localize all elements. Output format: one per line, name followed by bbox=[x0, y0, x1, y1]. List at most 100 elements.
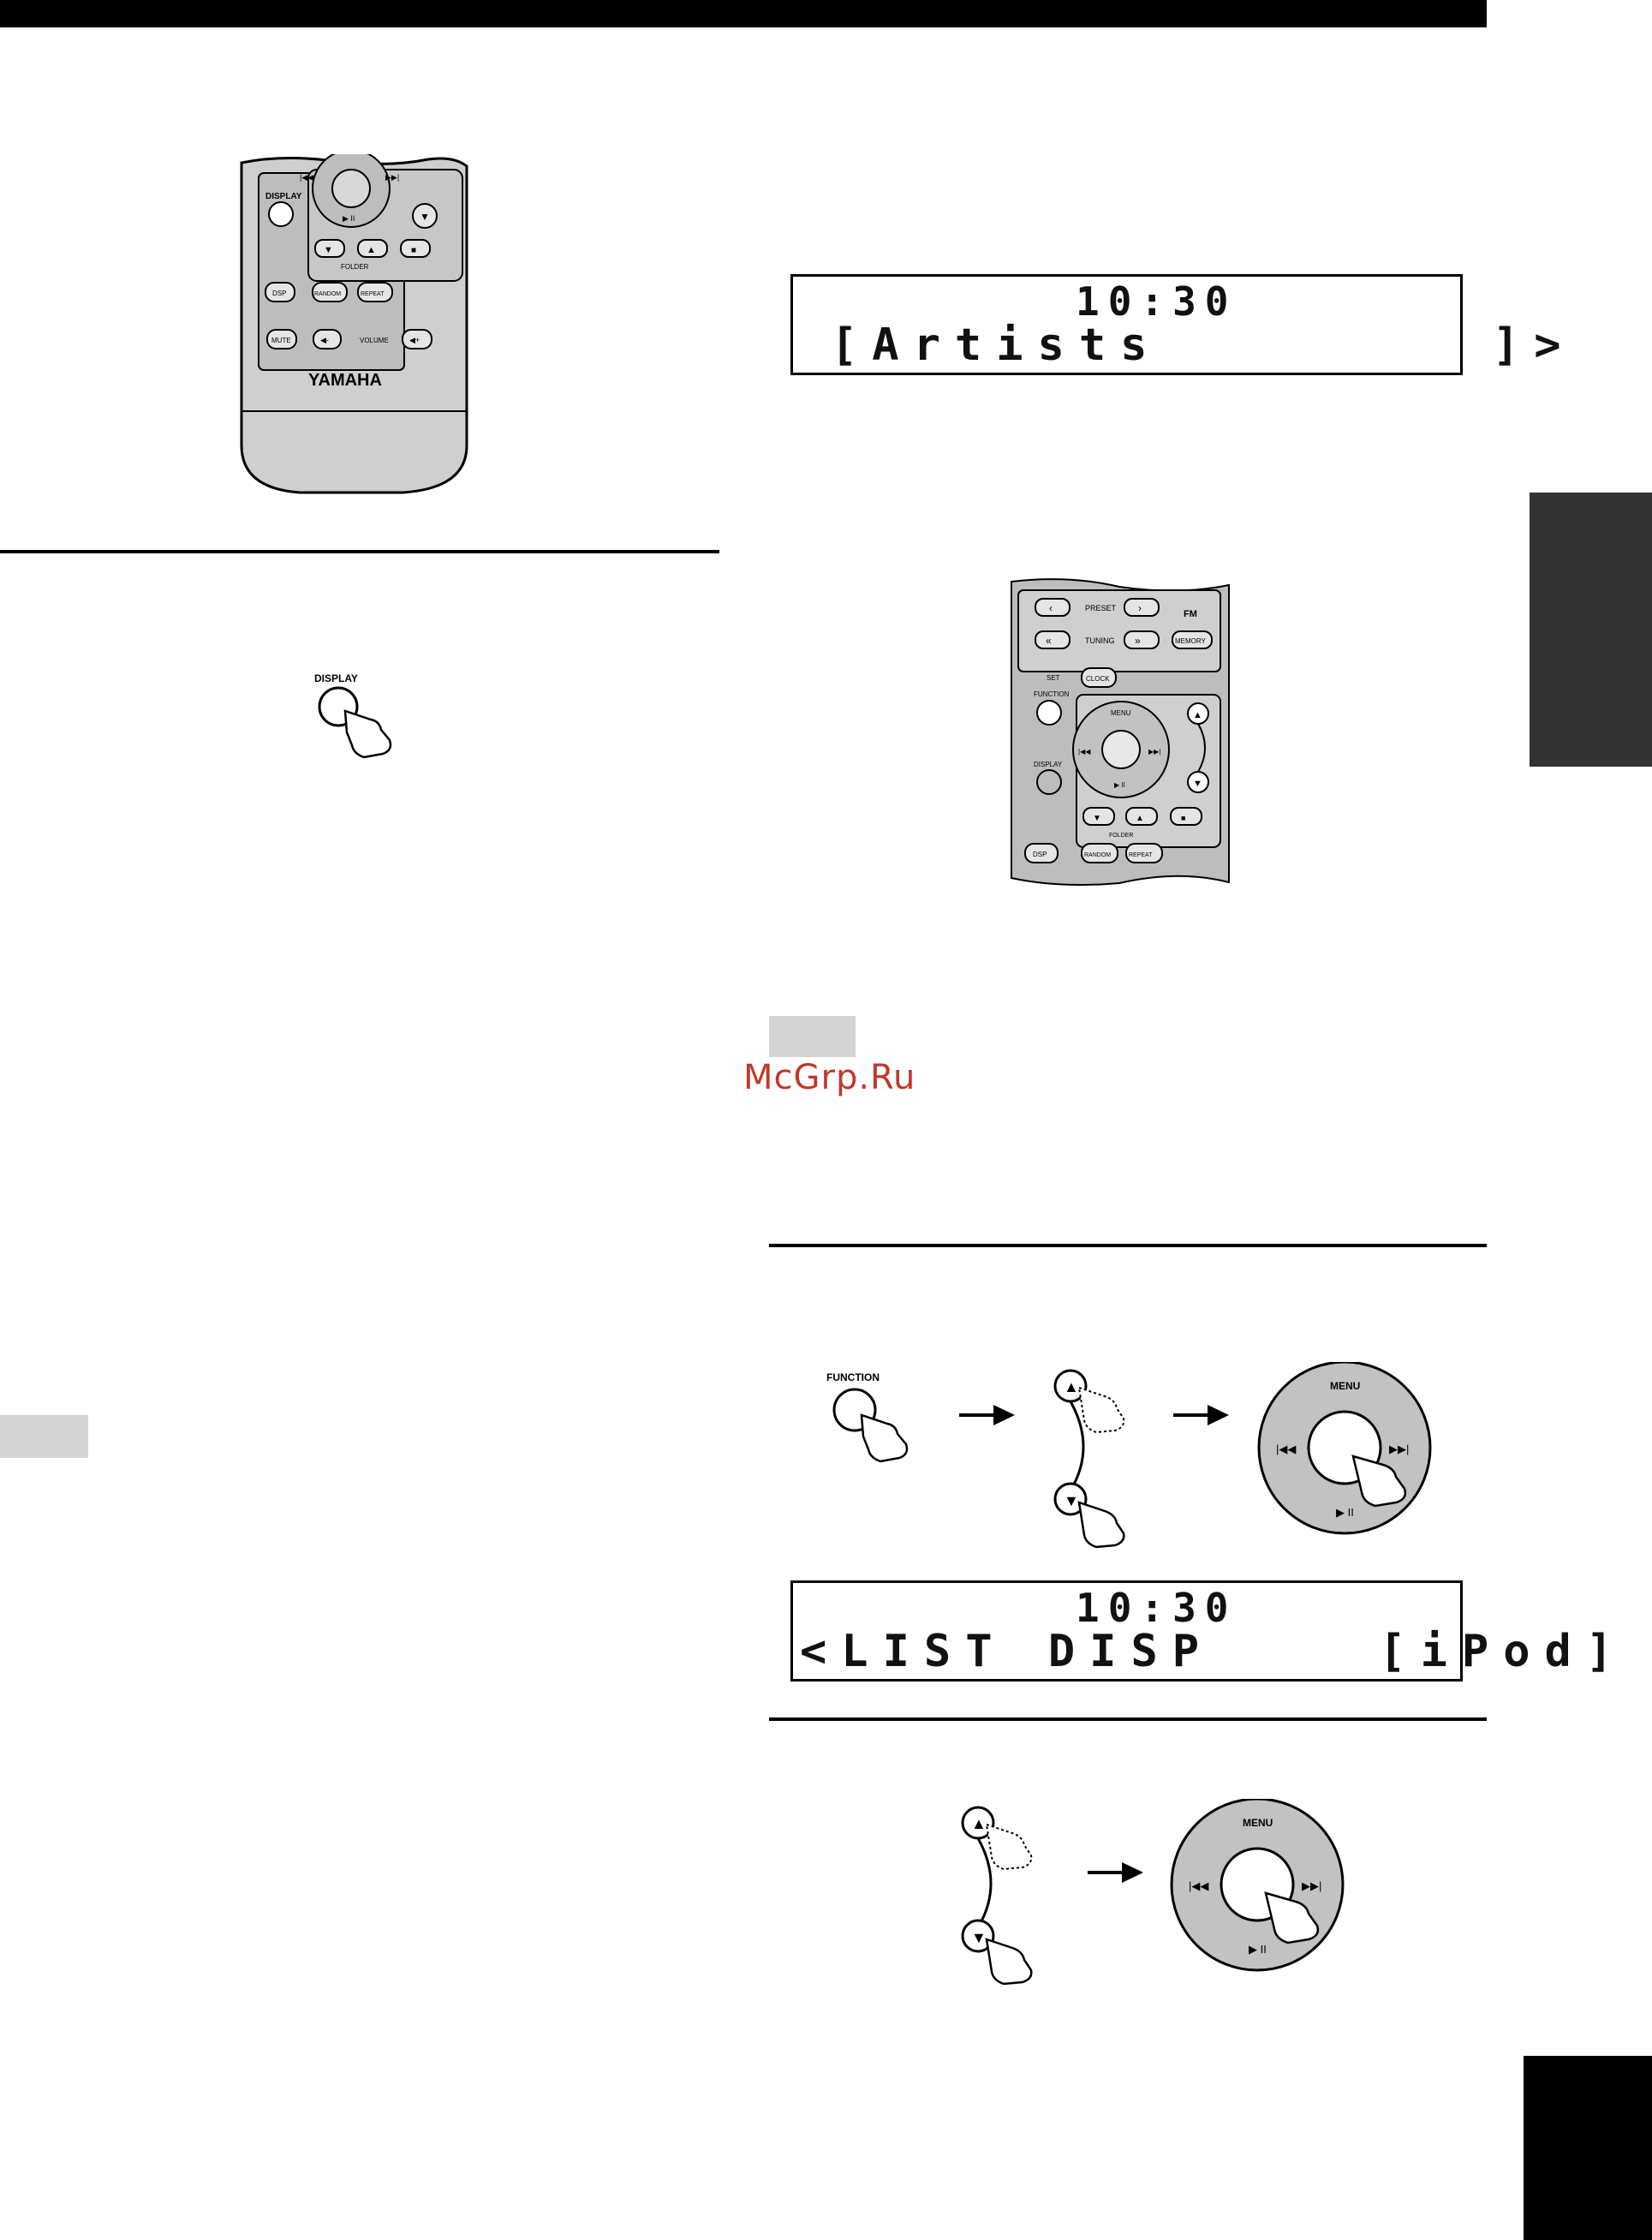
remote-top-volume-label: VOLUME bbox=[360, 337, 389, 344]
remote-top-repeat-button[interactable] bbox=[357, 282, 393, 302]
svg-text:|◀◀: |◀◀ bbox=[1078, 748, 1091, 756]
svg-text:▼: ▼ bbox=[1093, 814, 1101, 823]
display-press-illustration: DISPLAY bbox=[314, 672, 392, 759]
svg-text:▲: ▲ bbox=[971, 1815, 987, 1832]
section-divider-right-2 bbox=[769, 1717, 1487, 1721]
tuning-left-button[interactable] bbox=[1035, 630, 1071, 649]
tuning-right-button[interactable] bbox=[1124, 630, 1160, 649]
remote-mid-random-button[interactable] bbox=[1081, 843, 1118, 863]
svg-text:|◀◀: |◀◀ bbox=[1276, 1443, 1296, 1455]
remote-mid-stop[interactable] bbox=[1170, 807, 1202, 826]
lcd-artists-time: 10:30 bbox=[1076, 278, 1238, 325]
remote-mid-dsp-button[interactable] bbox=[1024, 843, 1059, 863]
preset-right-button[interactable] bbox=[1124, 598, 1160, 617]
menu-label: MENU bbox=[1111, 709, 1131, 717]
remote-mid-repeat-button[interactable] bbox=[1125, 843, 1163, 863]
lcd-display-artists: 10:30 [Artists ]> bbox=[790, 274, 1561, 375]
svg-text:▼: ▼ bbox=[420, 211, 430, 223]
svg-text:▶▶|: ▶▶| bbox=[1148, 748, 1160, 756]
svg-text:▶ II: ▶ II bbox=[1114, 781, 1125, 789]
step1-function-label: FUNCTION bbox=[826, 1371, 880, 1383]
remote-control-menu-illustration: ‹ PRESET › FM « TUNING » MEMORY SET CLOC… bbox=[1011, 578, 1230, 886]
remote-top-random-button[interactable] bbox=[312, 282, 348, 302]
preset-label: PRESET bbox=[1085, 604, 1117, 612]
remote-control-illustration: |◀◀ ▶▶| ▶ II DISPLAY ▼ ▼ ▲ ■ FOLDER DSP … bbox=[240, 154, 468, 494]
clock-button[interactable] bbox=[1081, 667, 1117, 688]
lcd-artists-text: [Artists ]> bbox=[831, 320, 1576, 371]
svg-text:|◀◀: |◀◀ bbox=[1189, 1879, 1208, 1892]
svg-text:▲: ▲ bbox=[1064, 1378, 1079, 1395]
svg-text:▲: ▲ bbox=[367, 245, 376, 255]
set-label: SET bbox=[1047, 674, 1060, 682]
remote-top-display-label: DISPLAY bbox=[265, 192, 302, 201]
step2-down-button[interactable] bbox=[961, 1919, 995, 1953]
remote-mid-folder-up[interactable] bbox=[1125, 807, 1158, 826]
svg-text:◀+: ◀+ bbox=[409, 336, 420, 344]
header-bar bbox=[0, 0, 1487, 27]
svg-text:◀-: ◀- bbox=[320, 336, 329, 344]
lcd-display-list: 10:30 <LIST DISP [iPod] bbox=[790, 1580, 1613, 1681]
remote-top-folder-down[interactable] bbox=[314, 239, 345, 258]
step2-hand-icon bbox=[985, 1938, 1033, 1986]
remote-top-down-button[interactable] bbox=[412, 203, 438, 229]
section-tab bbox=[1530, 493, 1652, 767]
remote-mid-display-button[interactable] bbox=[1036, 769, 1062, 795]
step1-dotted-hand-icon bbox=[1077, 1386, 1125, 1434]
page-number-block bbox=[1524, 2056, 1652, 2240]
remote-mid-display-label: DISPLAY bbox=[1034, 761, 1063, 768]
remote-mid-folder-down[interactable] bbox=[1082, 807, 1115, 826]
section-divider-right-1 bbox=[769, 1244, 1487, 1247]
step2-hand-icon-2 bbox=[1264, 1891, 1320, 1944]
svg-text:▲: ▲ bbox=[1136, 814, 1144, 823]
function-label: FUNCTION bbox=[1034, 690, 1070, 698]
remote-top-mute-label: MUTE bbox=[271, 337, 291, 344]
preset-left-button[interactable] bbox=[1035, 598, 1071, 617]
remote-top-repeat-label: REPEAT bbox=[361, 291, 385, 297]
memory-label: MEMORY bbox=[1175, 637, 1207, 645]
remote-top-brand: YAMAHA bbox=[308, 371, 382, 390]
menu-center-button[interactable] bbox=[1101, 730, 1141, 769]
remote-top-vol-down[interactable] bbox=[313, 329, 342, 349]
function-button[interactable] bbox=[1036, 700, 1062, 726]
step2-arrow bbox=[1088, 1862, 1143, 1883]
svg-text:▼: ▼ bbox=[1064, 1492, 1079, 1509]
tuning-label: TUNING bbox=[1085, 636, 1115, 645]
step1-down-button[interactable] bbox=[1053, 1482, 1088, 1516]
pressing-hand-icon bbox=[343, 709, 392, 759]
step2-up-button[interactable] bbox=[961, 1806, 995, 1840]
display-press-label: DISPLAY bbox=[314, 672, 358, 684]
step1-menu-label: MENU bbox=[1330, 1380, 1360, 1392]
lcd-list-text: <LIST DISP [iPod] bbox=[800, 1626, 1628, 1677]
lcd-list-time: 10:30 bbox=[1076, 1585, 1238, 1631]
remote-top-vol-up[interactable] bbox=[402, 329, 432, 349]
svg-text:▼: ▼ bbox=[1193, 779, 1202, 789]
svg-text:|◀◀: |◀◀ bbox=[300, 173, 313, 182]
step2-menu-label: MENU bbox=[1243, 1817, 1273, 1829]
watermark-text: McGrp.Ru bbox=[743, 1058, 916, 1097]
section-divider-left bbox=[0, 550, 719, 553]
note-label-left bbox=[0, 1415, 88, 1458]
step1-arrow-1 bbox=[959, 1405, 1015, 1425]
step-row-1-illustration: FUNCTION ▲ ▼ MENU |◀◀ ▶▶| ▶ II bbox=[826, 1362, 1432, 1549]
remote-mid-folder-label: FOLDER bbox=[1109, 833, 1133, 839]
clock-label: CLOCK bbox=[1086, 675, 1110, 683]
svg-text:▲: ▲ bbox=[1193, 710, 1202, 720]
remote-top-dsp-button[interactable] bbox=[265, 282, 295, 302]
svg-text:‹: ‹ bbox=[1049, 602, 1053, 614]
svg-text:▶ II: ▶ II bbox=[343, 214, 355, 223]
svg-text:»: » bbox=[1135, 635, 1141, 647]
svg-text:▼: ▼ bbox=[971, 1929, 987, 1946]
remote-top-random-label: RANDOM bbox=[314, 291, 341, 297]
remote-top-display-button[interactable] bbox=[268, 201, 294, 227]
memory-button[interactable] bbox=[1172, 630, 1213, 649]
remote-mid-dsp-label: DSP bbox=[1033, 851, 1047, 858]
svg-text:›: › bbox=[1138, 602, 1142, 614]
remote-top-folder-up[interactable] bbox=[357, 239, 388, 258]
step1-hand-icon-2 bbox=[1077, 1501, 1125, 1549]
svg-text:«: « bbox=[1046, 635, 1052, 647]
remote-top-stop[interactable] bbox=[400, 239, 431, 258]
remote-top-folder-label: FOLDER bbox=[341, 263, 369, 271]
remote-top-mute-button[interactable] bbox=[266, 329, 297, 349]
step1-arrow-2 bbox=[1173, 1405, 1229, 1425]
step2-dotted-hand-icon bbox=[985, 1823, 1033, 1871]
